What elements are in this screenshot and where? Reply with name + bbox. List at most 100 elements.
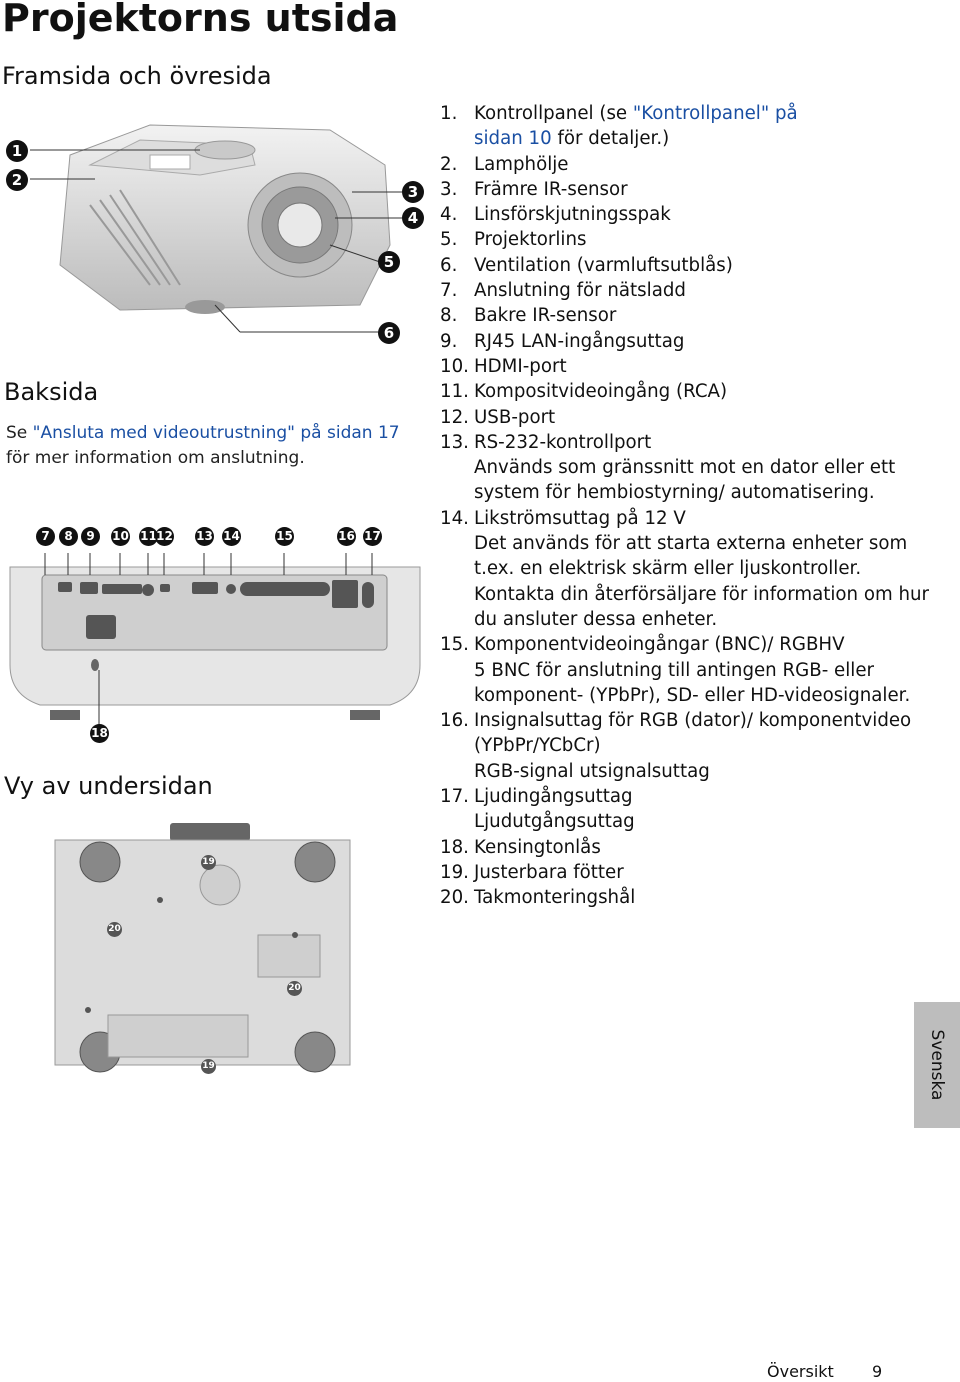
- callout-14: 14: [222, 527, 241, 546]
- legend-number: 12.: [440, 406, 469, 428]
- hdmi-port-2: [102, 584, 136, 594]
- legend-number: 16.: [440, 710, 469, 732]
- legend-text: Kompositvideoingång (RCA): [474, 381, 728, 403]
- callout-3: 3: [402, 181, 424, 203]
- legend-item: 16.Insignalsuttag för RGB (dator)/ kompo…: [440, 708, 940, 784]
- legend-item: 7. Anslutning för nätsladd: [440, 278, 940, 303]
- projector-front-illustration: [30, 124, 402, 333]
- callout-19-bottom: 19: [201, 1059, 216, 1074]
- legend-text: Anslutning för nätsladd: [474, 280, 686, 302]
- back-note-link[interactable]: "Ansluta med videoutrustning" på sidan 1…: [32, 423, 400, 443]
- section-heading-front: Framsida och övresida: [2, 62, 272, 90]
- callout-5: 5: [378, 251, 400, 273]
- callout-10: 10: [111, 527, 130, 546]
- legend-item: 20.Takmonteringshål: [440, 885, 940, 910]
- legend-subtext: 5 BNC för anslutning till antingen RGB- …: [474, 659, 911, 706]
- legend-item: 12.USB-port: [440, 405, 940, 430]
- legend-subtext: Ljudutgångsuttag: [474, 811, 635, 833]
- callout-4: 4: [402, 207, 424, 229]
- back-note-text: Se: [6, 423, 33, 443]
- legend-item: 11.Kompositvideoingång (RCA): [440, 379, 940, 404]
- language-side-tab: Svenska: [914, 1002, 960, 1128]
- hdmi-port-1: [120, 584, 142, 594]
- legend-number: 20.: [440, 887, 469, 909]
- legend-text: Lamphölje: [474, 153, 569, 175]
- legend-number: 15.: [440, 634, 469, 656]
- rs232-port: [192, 582, 218, 594]
- callout-16: 16: [337, 527, 356, 546]
- legend-text: Justerbara fötter: [474, 861, 624, 883]
- callout-17: 17: [363, 527, 382, 546]
- legend-number: 2.: [440, 153, 458, 175]
- callout-7: 7: [36, 527, 55, 546]
- legend-subtext: Används som gränssnitt mot en dator elle…: [474, 457, 896, 504]
- composite-video-port: [142, 584, 154, 596]
- legend-item: 8.Bakre IR-sensor: [440, 303, 940, 328]
- audio-ports: [362, 582, 374, 608]
- legend-item: 5. Projektorlins: [440, 227, 940, 252]
- legend-number: 11.: [440, 381, 469, 403]
- legend-number: 4.: [440, 204, 458, 226]
- callout-9: 9: [81, 527, 100, 546]
- legend-item: 9. RJ45 LAN-ingångsuttag: [440, 329, 940, 354]
- usb-port: [160, 584, 170, 592]
- legend-number: 5.: [440, 229, 458, 251]
- legend-number: 19.: [440, 861, 469, 883]
- legend-subtext: Det används för att starta externa enhet…: [474, 533, 930, 630]
- callout-11: 11: [139, 527, 158, 546]
- back-note: Se "Ansluta med videoutrustning" på sida…: [6, 421, 400, 471]
- legend-number: 7.: [440, 280, 458, 302]
- legend-number: 17.: [440, 786, 469, 808]
- language-tab-label: Svenska: [927, 1029, 947, 1101]
- legend-number: 6.: [440, 254, 458, 276]
- bnc-ports: [240, 582, 330, 596]
- section-heading-bottom: Vy av undersidan: [4, 772, 213, 800]
- legend-text: Linsförskjutningsspak: [474, 204, 671, 226]
- legend-number: 10.: [440, 355, 469, 377]
- legend-link-page[interactable]: sidan 10: [474, 128, 552, 150]
- callout-20-right: 20: [287, 981, 302, 996]
- legend-number: 18.: [440, 836, 469, 858]
- legend-text: Projektorlins: [474, 229, 587, 251]
- lan-port: [80, 582, 98, 594]
- callout-20-left: 20: [107, 922, 122, 937]
- legend-item: 6. Ventilation (varmluftsutblås): [440, 253, 940, 278]
- legend-text: USB-port: [474, 406, 556, 428]
- dc-12v-port: [226, 584, 236, 594]
- page-title: Projektorns utsida: [2, 0, 399, 40]
- legend-text: Ventilation (varmluftsutblås): [474, 254, 733, 276]
- callout-13: 13: [195, 527, 214, 546]
- legend-number: 9.: [440, 330, 458, 352]
- legend-item: 4. Linsförskjutningsspak: [440, 202, 940, 227]
- rgb-ports: [332, 580, 358, 608]
- callout-12: 12: [155, 527, 174, 546]
- legend-text: RJ45 LAN-ingångsuttag: [474, 330, 685, 352]
- legend-subtext: RGB-signal utsignalsuttag: [474, 760, 710, 782]
- callout-15: 15: [275, 527, 294, 546]
- callout-19-top: 19: [201, 855, 216, 870]
- footer-page-number: 9: [872, 1362, 883, 1381]
- callout-1: 1: [6, 140, 28, 162]
- projector-back-illustration: [9, 553, 421, 725]
- back-note-line2: för mer information om anslutning.: [6, 448, 305, 468]
- legend-text: Insignalsuttag för RGB (dator)/ komponen…: [474, 710, 912, 782]
- projector-bottom-illustration: [54, 823, 351, 1073]
- legend-text: HDMI-port: [474, 355, 567, 377]
- section-heading-back: Baksida: [4, 378, 99, 406]
- legend-text: Takmonteringshål: [474, 887, 636, 909]
- callout-8: 8: [59, 527, 78, 546]
- footer-section-label: Översikt: [767, 1362, 834, 1381]
- legend-link-kontrollpanel[interactable]: "Kontrollpanel" på: [632, 103, 798, 124]
- legend-item: 10.HDMI-port: [440, 354, 940, 379]
- legend-item: 3.Främre IR-sensor: [440, 177, 940, 202]
- legend-item: 18.Kensingtonlås: [440, 835, 940, 860]
